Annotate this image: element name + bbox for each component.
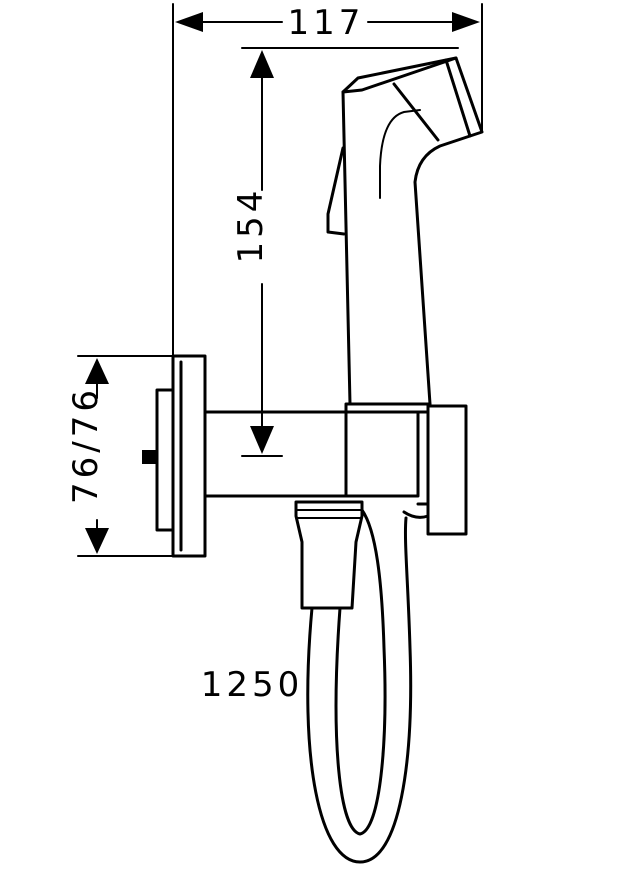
hose-inner: [334, 508, 387, 836]
shower-nozzle-edge: [392, 82, 440, 142]
arrowhead-rosette-top: [85, 358, 109, 384]
dimension-height: 154: [231, 47, 459, 457]
holder-clip: [402, 510, 430, 519]
arrowhead-right: [452, 12, 480, 32]
arrowhead-bottom: [250, 426, 274, 454]
shower-trigger: [326, 146, 346, 236]
holder-front: [344, 410, 420, 498]
dimension-label-width: 117: [288, 3, 365, 43]
shower-body-outline: [341, 56, 484, 406]
arrowhead-top: [250, 50, 274, 78]
dimension-label-rosette: 76/76: [66, 386, 106, 504]
hose-outer: [306, 516, 413, 864]
holder-top-ledge: [344, 402, 430, 506]
hand-shower: [326, 56, 484, 406]
dimension-width: 117: [172, 3, 483, 357]
hose: 1250: [201, 508, 413, 864]
dimension-label-height: 154: [231, 187, 271, 264]
rosette-back-plate: [155, 388, 175, 532]
holder-arm: [203, 410, 348, 498]
shower-nozzle-face: [444, 58, 472, 138]
hose-length-label: 1250: [201, 665, 304, 705]
rosette-plate: [171, 354, 207, 558]
wall-rosette: [142, 354, 207, 558]
arrowhead-left: [175, 12, 203, 32]
wall-connector-nub: [142, 450, 158, 464]
shower-contour-line: [379, 109, 421, 199]
hose-connector: [294, 500, 364, 610]
holder-back-bracket: [426, 404, 468, 536]
shower-top-face: [341, 56, 458, 94]
connector-nut: [294, 500, 364, 610]
dimension-rosette: 76/76: [66, 355, 177, 557]
arrowhead-rosette-bottom: [85, 528, 109, 554]
